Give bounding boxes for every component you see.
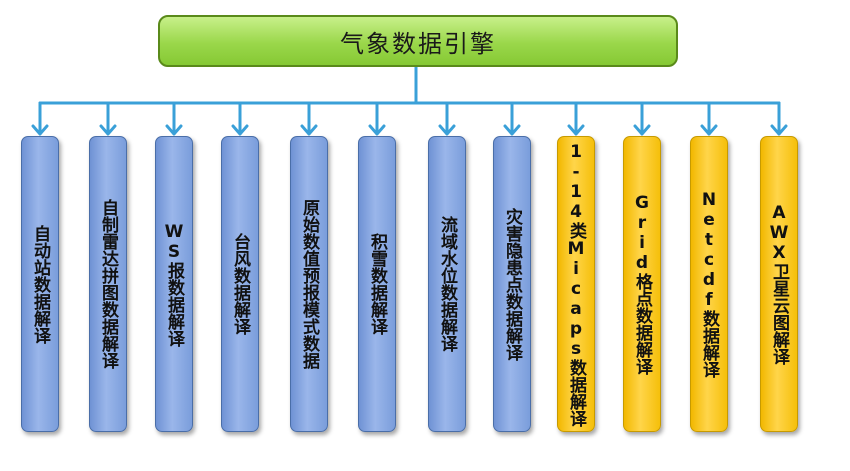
- arrow-head-10: [633, 124, 651, 136]
- root-node: 气象数据引擎: [158, 15, 678, 67]
- node-micaps: 1-14类Micaps数据解译: [557, 136, 595, 432]
- node-label: WS报数据解译: [164, 221, 184, 347]
- arrow-head-7: [438, 124, 456, 136]
- node-label: Grid格点数据解译: [632, 193, 652, 375]
- node-label: Netcdf数据解译: [699, 190, 719, 378]
- node-label: AWX卫星云图解译: [769, 203, 789, 365]
- node-label: 自动站数据解译: [30, 224, 50, 344]
- node-label: 灾害隐患点数据解译: [502, 207, 522, 361]
- arrow-head-9: [567, 124, 585, 136]
- node-label: 原始数值预报模式数据: [299, 199, 319, 369]
- node-label: 台风数据解译: [230, 233, 250, 335]
- node-typhoon: 台风数据解译: [221, 136, 259, 432]
- arrow-head-8: [503, 124, 521, 136]
- node-netcdf: Netcdf数据解译: [690, 136, 728, 432]
- node-awx-satellite: AWX卫星云图解译: [760, 136, 798, 432]
- node-auto-station: 自动站数据解译: [21, 136, 59, 432]
- node-label: 1-14类Micaps数据解译: [566, 141, 586, 427]
- node-nwp-model: 原始数值预报模式数据: [290, 136, 328, 432]
- arrow-head-4: [231, 124, 249, 136]
- node-label: 自制雷达拼图数据解译: [98, 199, 118, 369]
- node-radar-mosaic: 自制雷达拼图数据解译: [89, 136, 127, 432]
- node-label: 积雪数据解译: [367, 233, 387, 335]
- arrow-head-12: [770, 124, 788, 136]
- node-grid: Grid格点数据解译: [623, 136, 661, 432]
- node-ws-report: WS报数据解译: [155, 136, 193, 432]
- arrow-head-1: [31, 124, 49, 136]
- arrow-head-3: [165, 124, 183, 136]
- node-hazard-points: 灾害隐患点数据解译: [493, 136, 531, 432]
- node-basin-water-level: 流域水位数据解译: [428, 136, 466, 432]
- arrow-head-2: [99, 124, 117, 136]
- node-label: 流域水位数据解译: [437, 216, 457, 352]
- node-snow-cover: 积雪数据解译: [358, 136, 396, 432]
- arrow-head-11: [700, 124, 718, 136]
- arrow-head-5: [300, 124, 318, 136]
- root-node-label: 气象数据引擎: [340, 29, 496, 58]
- arrow-head-6: [368, 124, 386, 136]
